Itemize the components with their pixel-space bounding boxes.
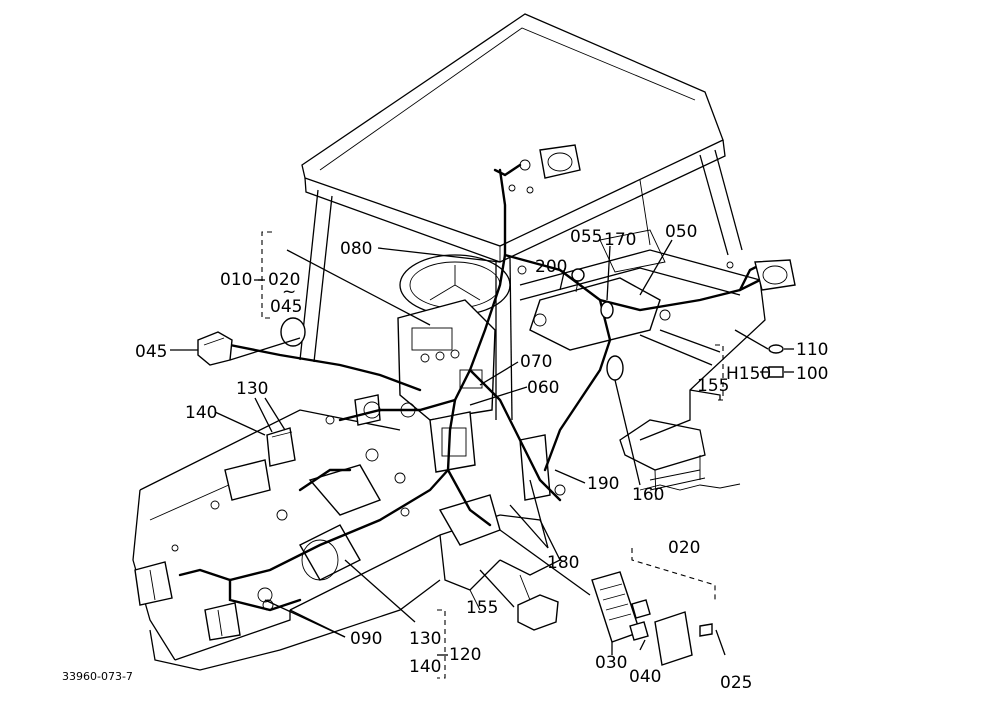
label-055: 055 <box>570 227 602 247</box>
label-020: 020 <box>268 270 300 290</box>
label-080: 080 <box>340 239 372 259</box>
label-170: 170 <box>604 230 636 250</box>
connector-155 <box>517 594 559 631</box>
label-180: 180 <box>547 553 579 573</box>
cab-roof <box>301 13 726 263</box>
clamp-160 <box>606 355 624 381</box>
tractor-illustration <box>132 13 766 671</box>
seat <box>529 229 666 351</box>
cab-pillars <box>299 149 743 421</box>
label-030: 030 <box>595 653 627 673</box>
label-050: 050 <box>665 222 697 242</box>
label-200: 200 <box>535 257 567 277</box>
label-010: 010 <box>220 270 252 290</box>
fuse-040 <box>629 621 649 641</box>
battery <box>266 427 296 467</box>
label-090: 090 <box>350 629 382 649</box>
label-155: 155 <box>697 376 729 396</box>
screw-025 <box>699 623 713 637</box>
label-h150: H150 <box>726 364 771 384</box>
label-110: 110 <box>796 340 828 360</box>
label-045-connector: 045 <box>135 342 167 362</box>
wiring-harness <box>178 163 762 612</box>
washer-110 <box>768 344 784 354</box>
rear-work-light <box>508 144 581 194</box>
instrument-panel <box>397 299 496 421</box>
label-range-tilde: ~ <box>282 282 296 302</box>
label-060: 060 <box>527 378 559 398</box>
dashed-brackets <box>261 231 724 679</box>
pillar-lamp <box>280 317 306 347</box>
bolt-100 <box>768 366 784 378</box>
label-140: 140 <box>185 403 217 423</box>
label-040: 040 <box>629 667 661 687</box>
label-045: 045 <box>270 297 302 317</box>
label-130: 130 <box>236 379 268 399</box>
label-025: 025 <box>720 673 752 693</box>
label-130-lower: 130 <box>409 629 441 649</box>
right-work-light <box>754 259 796 291</box>
label-100: 100 <box>796 364 828 384</box>
fuse-030 <box>631 599 651 619</box>
label-020-fusebox: 020 <box>668 538 700 558</box>
label-190: 190 <box>587 474 619 494</box>
fuse-cover <box>654 611 693 666</box>
connector-170 <box>600 301 614 319</box>
drawing-number: 33960-073-7 <box>62 670 133 683</box>
front-grille <box>134 561 441 671</box>
switch-055 <box>571 268 585 293</box>
leader-lines <box>170 239 769 656</box>
label-140-lower: 140 <box>409 657 441 677</box>
label-155-connector: 155 <box>466 598 498 618</box>
callout-labels: 010 020 ~ 045 045 080 055 170 050 200 07… <box>135 222 828 693</box>
label-120: 120 <box>449 645 481 665</box>
connector-045 <box>197 331 233 366</box>
label-160: 160 <box>632 485 664 505</box>
label-070: 070 <box>520 352 552 372</box>
